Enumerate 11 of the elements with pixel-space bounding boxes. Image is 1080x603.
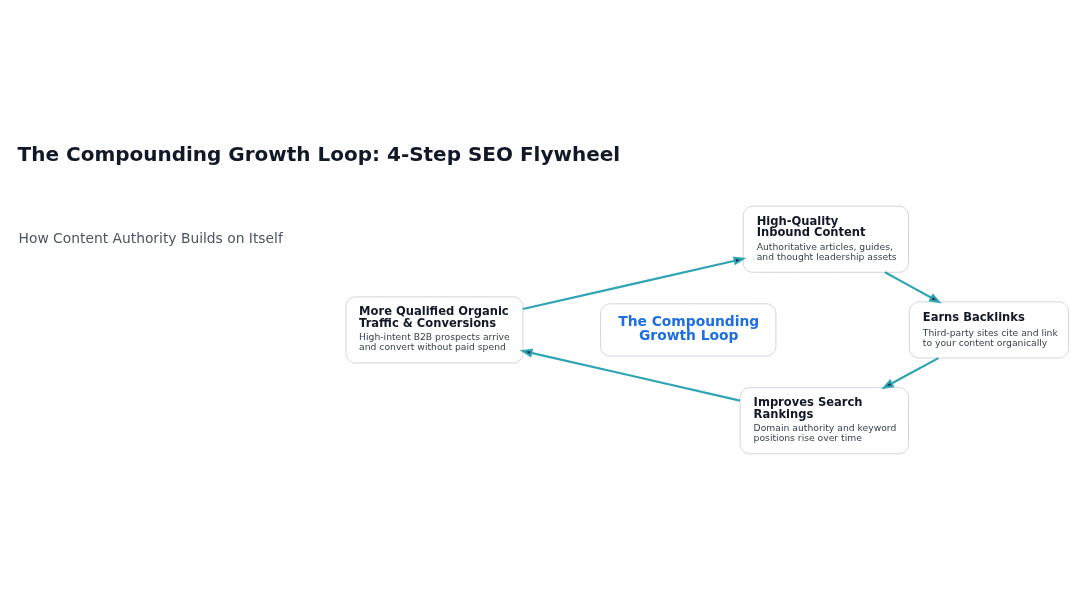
node-box: The Compounding Growth Loop — [600, 303, 777, 357]
arrow — [519, 348, 741, 402]
node-box: More Qualified Organic Traffic & Conversions High-intent B2B prospects arrive and convert without paid spend — [345, 296, 524, 364]
node-box: High-Quality Inbound Content Authoritative articles, guides, and thought leadership assets — [742, 205, 910, 273]
arrow — [522, 256, 747, 311]
node-box: Improves Search Rankings Domain authority and keyword positions rise over time — [739, 387, 910, 455]
node-box: Earns Backlinks Third-party sites cite and link to your content organically — [908, 301, 1070, 359]
arrow — [881, 357, 939, 390]
diagram-title: The Compounding Growth Loop: 4-Step SEO Flywheel — [17, 142, 621, 167]
label: How Content Authority Builds on Itself — [18, 229, 283, 246]
arrow — [884, 271, 942, 304]
